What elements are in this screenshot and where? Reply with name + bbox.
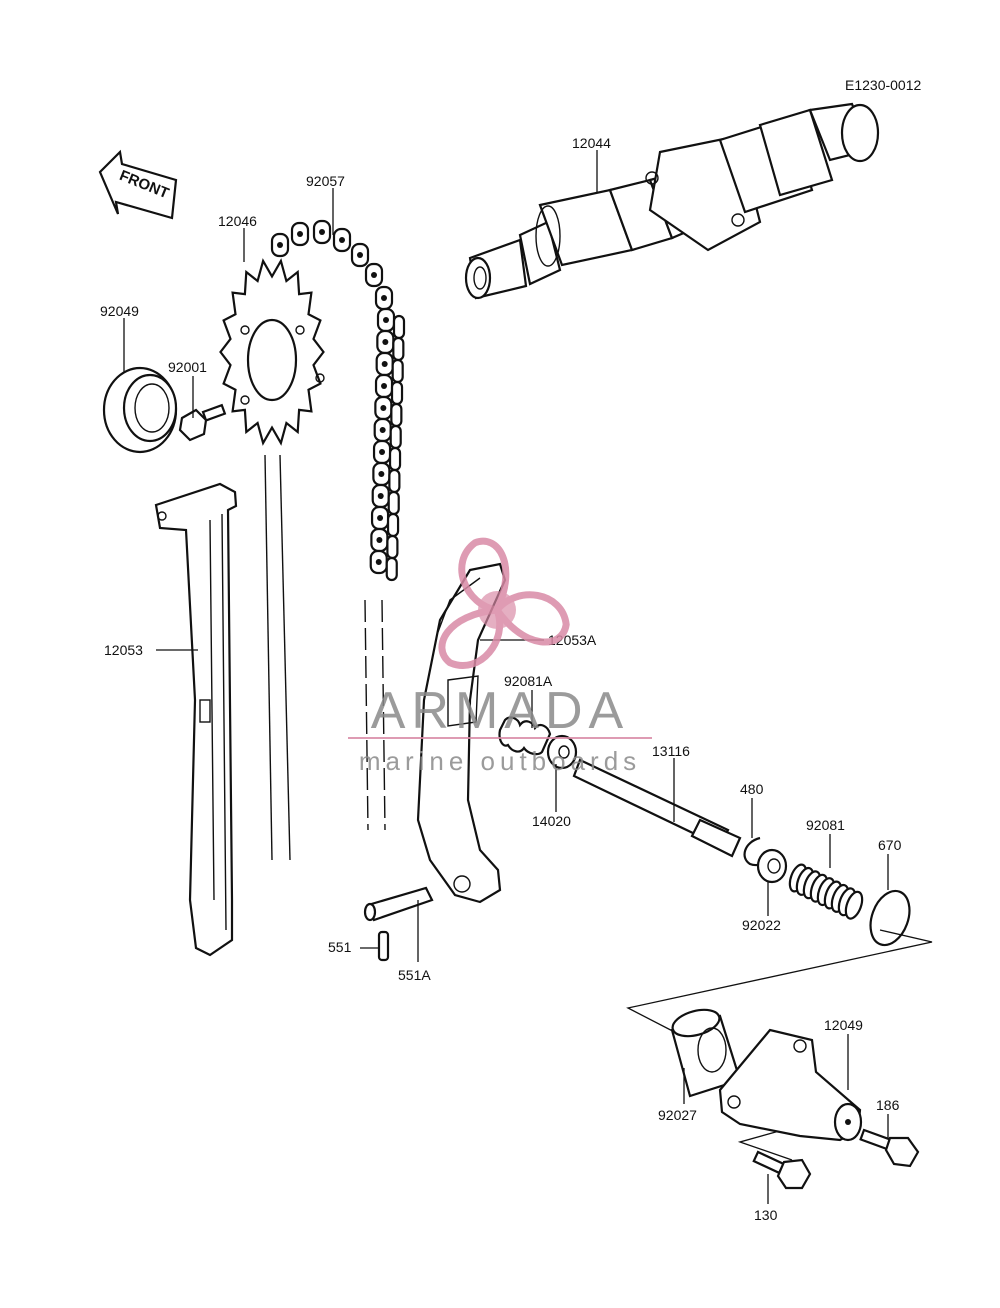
chain-link-outer <box>390 402 403 428</box>
propeller-logo-icon <box>438 537 570 669</box>
chain-link-outer <box>387 490 400 516</box>
label-92022: 92022 <box>742 917 781 933</box>
chain-pin <box>377 493 384 499</box>
washer-14020-part <box>546 734 578 770</box>
part-labels: 92057 12046 12044 92049 92001 12053 1205… <box>100 135 902 1223</box>
chain-pin <box>381 383 388 389</box>
chain-pin <box>297 231 303 237</box>
chain-guide-part <box>154 482 238 957</box>
label-92057: 92057 <box>306 173 345 189</box>
chain-link-outer <box>386 512 400 538</box>
chain-pin <box>376 537 383 543</box>
bolt-186-part <box>859 1128 920 1168</box>
push-rod-part <box>572 758 742 858</box>
chain-centerlines <box>364 599 386 831</box>
washer-92022-part <box>756 848 788 884</box>
oil-seal-part <box>102 366 178 454</box>
pin-551A-part <box>363 886 434 922</box>
chain-pin <box>377 515 384 521</box>
chain-pin <box>381 361 388 367</box>
sleeve-92027-part <box>670 1008 742 1098</box>
chain-link-outer <box>392 314 406 340</box>
chain-pin <box>382 339 389 345</box>
label-92001: 92001 <box>168 359 207 375</box>
label-12053: 12053 <box>104 642 143 658</box>
chain-link-outer <box>390 380 404 406</box>
label-92027: 92027 <box>658 1107 697 1123</box>
propeller-blade <box>458 537 510 614</box>
chain-pin <box>319 229 325 235</box>
label-92049: 92049 <box>100 303 139 319</box>
label-12044: 12044 <box>572 135 611 151</box>
chain-link-outer <box>386 534 399 560</box>
spring-92081A-part <box>498 716 552 756</box>
chain-pin <box>381 295 387 301</box>
chain-pin <box>380 405 387 411</box>
label-186: 186 <box>876 1097 900 1113</box>
chain-pin <box>379 449 386 455</box>
spring-92081-part <box>788 863 864 920</box>
chain-pin <box>379 427 386 433</box>
roll-pin-551-part <box>377 930 390 962</box>
label-12049: 12049 <box>824 1017 863 1033</box>
watermark-brand: ARMADA <box>371 682 629 740</box>
chain-pin <box>375 559 382 565</box>
chain-link-outer <box>388 446 402 472</box>
label-12046: 12046 <box>218 213 257 229</box>
propeller-blade <box>438 606 504 669</box>
chain-pin <box>378 471 385 477</box>
chain-pin <box>357 252 363 258</box>
label-92081: 92081 <box>806 817 845 833</box>
label-480: 480 <box>740 781 764 797</box>
bolt-92001-part <box>178 403 227 442</box>
watermark-tagline: marine outboards <box>359 746 641 776</box>
chain-link-outer <box>389 424 402 450</box>
label-670: 670 <box>878 837 902 853</box>
chain-pin <box>383 317 389 323</box>
armada-watermark: ARMADA marine outboards <box>348 537 652 776</box>
label-14020: 14020 <box>532 813 571 829</box>
chain-link-outer <box>388 468 401 494</box>
chain-link-outer <box>391 358 404 384</box>
chain-pin <box>277 242 283 248</box>
bolt-130-part <box>752 1150 812 1190</box>
label-13116: 13116 <box>652 743 690 759</box>
cam-chain-part <box>270 219 406 582</box>
chain-link-outer <box>385 556 398 582</box>
propeller-blade <box>492 591 570 646</box>
tensioner-body-part <box>718 1028 863 1142</box>
spring-coil <box>844 890 864 920</box>
sprocket-part <box>219 258 325 861</box>
camshaft-part <box>464 102 880 300</box>
chain-link-outer <box>392 336 405 362</box>
chain-pin <box>339 237 345 243</box>
diagram-code: E1230-0012 <box>845 77 922 93</box>
front-arrow-icon: FRONT <box>98 149 178 220</box>
chain-pin <box>371 272 377 278</box>
label-551A: 551A <box>398 967 431 983</box>
label-130: 130 <box>754 1207 778 1223</box>
label-551: 551 <box>328 939 352 955</box>
label-92081A: 92081A <box>504 673 553 689</box>
o-ring-670-part <box>869 889 911 947</box>
